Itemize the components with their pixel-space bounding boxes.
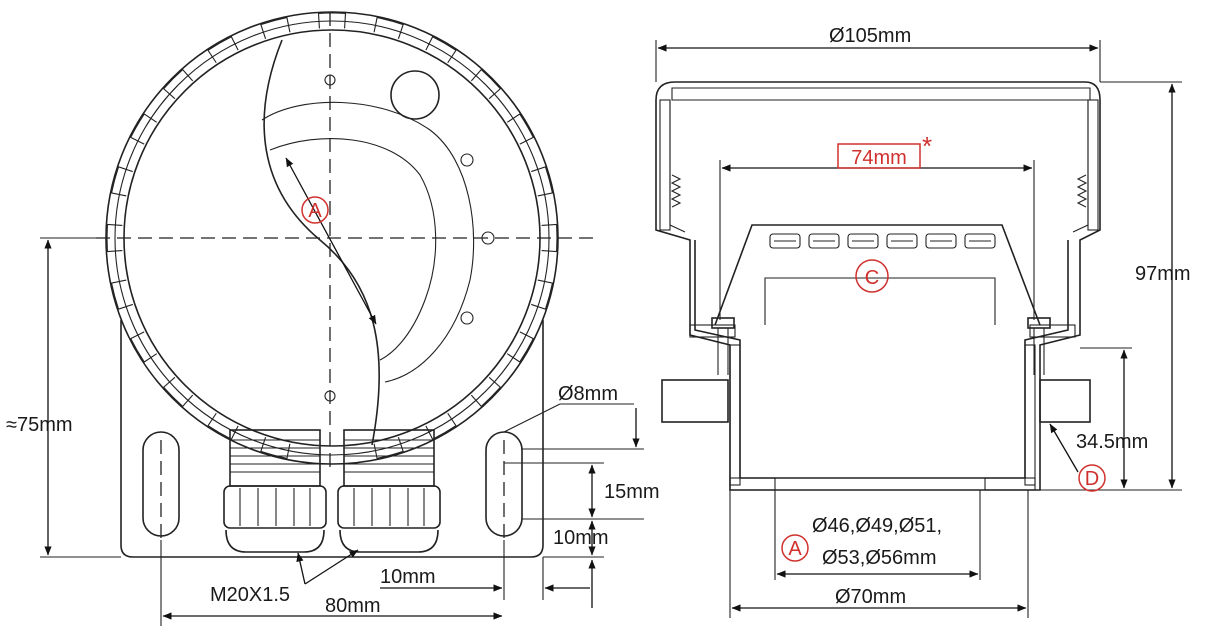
housing-rib <box>162 376 194 408</box>
marker-c: C <box>865 267 879 289</box>
housing-rib <box>470 68 502 100</box>
housing-rib <box>207 412 239 440</box>
cutaway-inner <box>261 101 475 383</box>
dim-bore-line1: Ø46,Ø49,Ø51, <box>812 515 942 537</box>
terminal-screw <box>769 233 801 249</box>
housing-rib <box>531 166 554 197</box>
dim-bore-line2: Ø53,Ø56mm <box>822 547 936 569</box>
dim-outer-dia: Ø105mm <box>829 25 911 47</box>
mounting-plate <box>120 320 544 558</box>
base-body <box>694 240 1069 479</box>
housing-rib <box>541 223 558 253</box>
marker-a-front: A <box>308 200 322 222</box>
front-view: A ≈75mm Ø8mm 15mm 10mm 10mm 80mm <box>6 11 660 626</box>
cable-gland-left <box>223 429 327 553</box>
cutaway-inner2 <box>269 138 437 361</box>
housing-rib <box>373 16 404 39</box>
small-hole <box>460 311 474 325</box>
terminal-screws <box>769 233 996 249</box>
terminal-screw <box>925 233 957 249</box>
terminal-block <box>714 224 1041 326</box>
dim-total-height: 97mm <box>1135 263 1191 285</box>
housing-ribs <box>106 12 558 460</box>
cutaway-curve <box>263 39 381 446</box>
terminal-screw <box>808 233 840 249</box>
gland-thread: M20X1.5 <box>210 584 290 606</box>
housing-rib <box>317 12 347 29</box>
dim-lower-height: 34.5mm <box>1076 431 1148 453</box>
enclosure-outer <box>655 81 1101 491</box>
marker-a-side: A <box>788 538 802 560</box>
housing-rib <box>425 412 457 440</box>
housing-rib <box>531 279 554 310</box>
housing-rib <box>425 36 457 64</box>
dim-slot-spacing: 80mm <box>325 595 381 617</box>
housing-rib <box>130 331 158 363</box>
housing-rib <box>207 36 239 64</box>
housing-rib <box>110 279 133 310</box>
dim-flange-offset: 10mm <box>380 566 436 588</box>
housing-rib <box>470 376 502 408</box>
housing-rib <box>260 437 291 460</box>
lid-section <box>671 87 1091 101</box>
locknut-left <box>661 379 729 423</box>
dim-slot-dia: Ø8mm <box>558 383 618 405</box>
cable-entry-hole <box>390 70 440 120</box>
marker-d: D <box>1085 468 1099 490</box>
terminal-screw <box>886 233 918 249</box>
dim-base-dia: Ø70mm <box>835 586 906 608</box>
dim-a-arrow <box>285 157 377 325</box>
housing-rib <box>130 113 158 145</box>
dim-slot-length: 15mm <box>604 481 660 503</box>
side-view: Ø105mm 74mm * C 97mm 34.5mm D A Ø46,Ø49,… <box>655 25 1191 618</box>
dim-height-front: ≈75mm <box>6 414 73 436</box>
terminal-screw <box>964 233 996 249</box>
locknut-right <box>1039 379 1091 423</box>
dim-slot-edge: 10mm <box>553 527 609 549</box>
housing-rib <box>373 437 404 460</box>
dim-inner-span: 74mm <box>851 147 907 169</box>
housing-rib <box>110 166 133 197</box>
cable-gland-right <box>337 429 441 553</box>
housing-rib <box>162 68 194 100</box>
wall-threads <box>670 174 1088 208</box>
asterisk: * <box>922 131 932 161</box>
housing-rib <box>260 16 291 39</box>
small-hole <box>460 153 474 167</box>
terminal-screw <box>847 233 879 249</box>
housing-rib <box>506 331 534 363</box>
housing-rib <box>506 113 534 145</box>
